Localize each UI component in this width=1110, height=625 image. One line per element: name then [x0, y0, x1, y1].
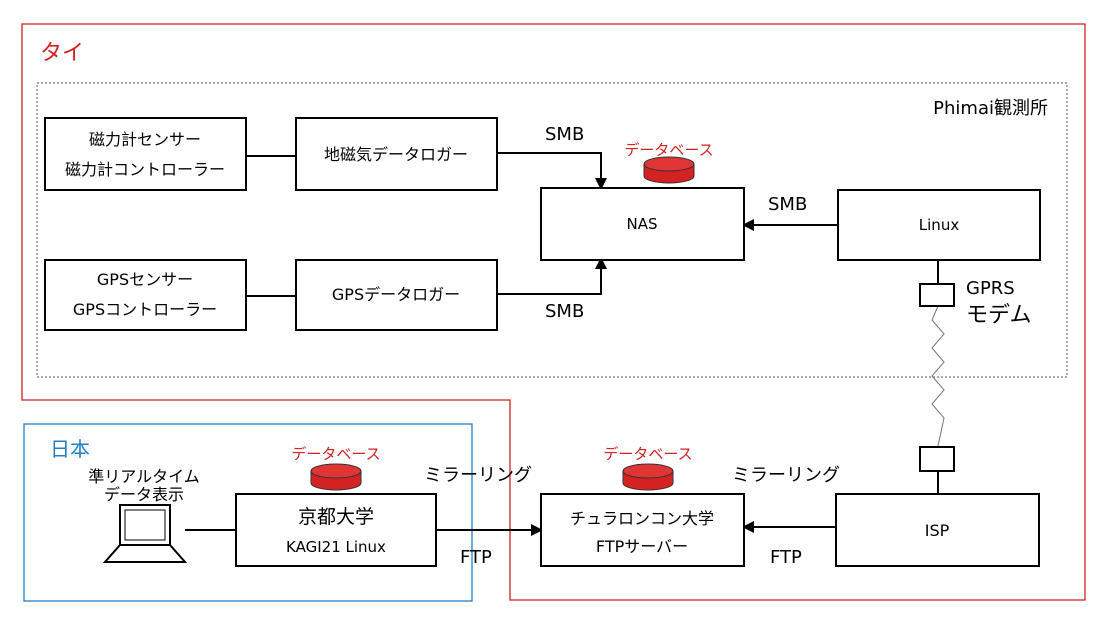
mirror-right-label: ミラーリング [732, 465, 840, 486]
isp-box [835, 493, 1040, 567]
smb-linux-label: SMB [768, 194, 807, 215]
nas-database-icon [643, 156, 695, 184]
wireless-link [931, 305, 945, 447]
boxes [44, 117, 1041, 567]
phimai-label: Phimai観測所 [933, 98, 1048, 119]
geomag-logger-to-nas-arrow [497, 152, 607, 190]
gps-sensor-label: GPSセンサー [97, 270, 193, 289]
geomag-logger-label: 地磁気データロガー [324, 145, 468, 164]
nas-label: NAS [626, 215, 657, 233]
japan-label: 日本 [50, 437, 90, 461]
japan-region-border [23, 423, 473, 602]
thailand-region-border [21, 23, 1086, 601]
gps-logger-box [295, 259, 498, 331]
magnetometer-sensor-label: 磁力計センサー [89, 130, 201, 149]
realtime-display-label-2: データ表示 [104, 485, 184, 504]
kyoto-database-label: データベース [291, 445, 380, 463]
magnetometer-box [44, 117, 247, 191]
kyoto-database-icon [310, 463, 362, 491]
chula-database-label: データベース [603, 445, 692, 463]
phimai-station-border [36, 82, 1068, 378]
connectors [185, 152, 939, 536]
chula-database-icon [622, 463, 674, 491]
chula-university-label: チュラロンコン大学 [570, 509, 714, 528]
ftp-right-label: FTP [770, 547, 802, 568]
gps-logger-label: GPSデータロガー [332, 285, 460, 304]
modem-label: モデム [966, 303, 1032, 328]
isp-modem-box [919, 446, 955, 472]
geomag-logger-box [295, 117, 498, 191]
gps-box [44, 259, 247, 331]
gps-controller-label: GPSコントローラー [73, 300, 217, 319]
nas-box [540, 187, 745, 261]
gprs-modem-box [919, 283, 955, 307]
linux-box [837, 189, 1041, 261]
smb-top-label: SMB [545, 124, 584, 145]
thailand-label: タイ [40, 41, 84, 66]
realtime-display-label-1: 準リアルタイム [88, 467, 200, 486]
ftp-server-label: FTPサーバー [596, 537, 688, 556]
kyoto-university-label: 京都大学 [298, 506, 374, 528]
linux-label: Linux [919, 216, 960, 234]
mirror-left-label: ミラーリング [424, 465, 532, 486]
kagi21-linux-label: KAGI21 Linux [286, 538, 386, 556]
gps-logger-to-nas-arrow [497, 257, 607, 295]
laptop-icon [102, 504, 188, 563]
kyoto-box [235, 493, 437, 567]
nas-database-label: データベース [624, 141, 713, 159]
gprs-label: GPRS [966, 278, 1015, 299]
chula-box [540, 493, 745, 567]
magnetometer-controller-label: 磁力計コントローラー [65, 160, 225, 179]
isp-label: ISP [925, 521, 950, 540]
smb-bottom-label: SMB [545, 301, 584, 322]
ftp-left-label: FTP [460, 547, 492, 568]
